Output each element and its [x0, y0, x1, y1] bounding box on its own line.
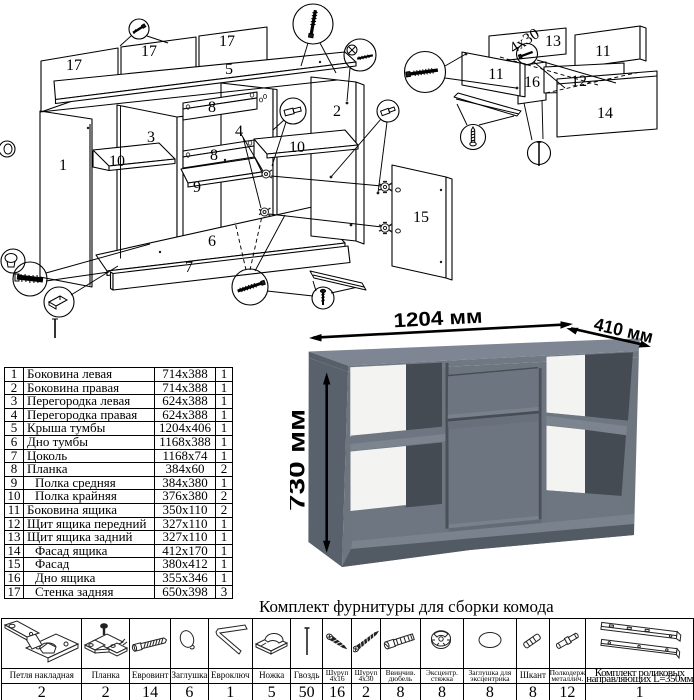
svg-text:6: 6 — [208, 233, 216, 250]
svg-text:4: 4 — [235, 123, 243, 140]
svg-text:8: 8 — [208, 99, 216, 116]
svg-text:15: 15 — [413, 209, 429, 226]
svg-text:3: 3 — [147, 129, 155, 146]
svg-text:2: 2 — [333, 103, 341, 120]
svg-text:9: 9 — [193, 179, 201, 196]
svg-text:13: 13 — [545, 33, 561, 50]
svg-text:14: 14 — [597, 105, 613, 122]
svg-text:17: 17 — [219, 33, 235, 50]
svg-text:1: 1 — [59, 157, 67, 174]
svg-text:730 мм: 730 мм — [290, 409, 310, 511]
svg-text:7: 7 — [185, 259, 193, 276]
svg-text:1204 мм: 1204 мм — [393, 306, 483, 333]
svg-text:16: 16 — [524, 74, 540, 91]
svg-text:11: 11 — [595, 43, 610, 60]
svg-text:8: 8 — [210, 147, 218, 164]
svg-text:12: 12 — [571, 73, 587, 90]
svg-text:10: 10 — [289, 139, 305, 156]
svg-text:5: 5 — [225, 61, 233, 78]
svg-text:11: 11 — [488, 66, 503, 83]
svg-text:17: 17 — [66, 57, 82, 74]
svg-text:10: 10 — [109, 153, 125, 170]
svg-text:17: 17 — [141, 43, 157, 60]
